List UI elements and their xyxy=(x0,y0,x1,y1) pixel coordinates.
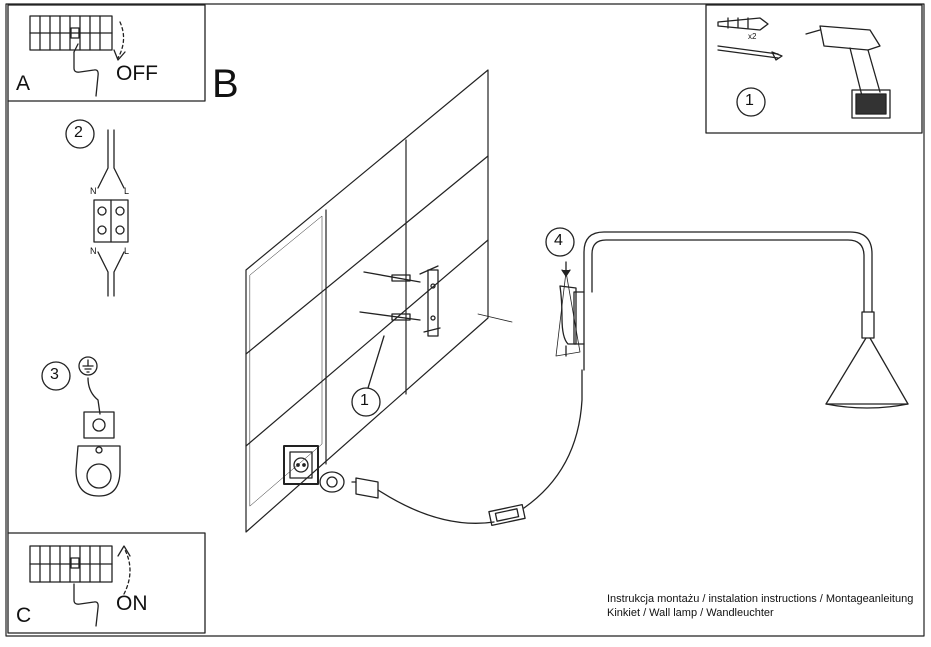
step-4-circle xyxy=(545,227,575,257)
wire-neutral-label: N xyxy=(90,186,97,196)
breaker-box-a xyxy=(29,15,113,51)
step-1-tools-circle xyxy=(736,87,766,117)
wall-anchor-icon xyxy=(717,17,769,31)
lamp-shade-icon xyxy=(825,311,909,409)
panel-a-state: OFF xyxy=(116,62,158,85)
section-b-letter: B xyxy=(212,62,239,106)
power-cord-upper xyxy=(523,369,583,509)
panel-a-letter: A xyxy=(16,72,31,95)
screw-icon xyxy=(717,45,783,61)
drill-icon xyxy=(805,25,891,119)
lamp-wall-mount xyxy=(555,261,585,357)
hand-a xyxy=(73,51,99,97)
step-3-circle xyxy=(41,361,71,391)
ground-wire xyxy=(87,377,101,415)
breaker-box-c xyxy=(29,545,113,583)
step-1-tools-label: 1 xyxy=(745,92,754,109)
arrow-on-curve xyxy=(123,547,131,595)
tools-panel-frame xyxy=(705,4,923,134)
panel-c-frame xyxy=(7,532,206,634)
anchor-count: x2 xyxy=(748,32,757,41)
panel-c-letter: C xyxy=(16,604,32,627)
lamp-arm xyxy=(583,231,873,371)
arrow-on-head-icon xyxy=(117,545,131,557)
screws-to-wall xyxy=(359,271,513,323)
arrow-off-curve xyxy=(117,21,125,59)
caption-line-1: Instrukcja montażu / instalation instruc… xyxy=(607,593,914,605)
caption-line-2: Kinkiet / Wall lamp / Wandleuchter xyxy=(607,607,774,619)
tiled-wall xyxy=(245,69,489,533)
step-3-label: 3 xyxy=(50,366,59,383)
finger-a xyxy=(73,43,79,53)
panel-c-state: ON xyxy=(116,592,148,615)
step-1-wall-label: 1 xyxy=(360,392,369,409)
step-1-wall-circle xyxy=(351,387,381,417)
step-1-wall-leader xyxy=(367,335,385,389)
terminal-block-wiring xyxy=(93,129,129,297)
panel-a-frame xyxy=(7,4,206,102)
step-2-circle xyxy=(65,119,95,149)
step-2-label: 2 xyxy=(74,124,83,141)
outer-frame xyxy=(5,3,925,637)
wall-socket-icon xyxy=(283,445,319,485)
mounting-bracket-icon xyxy=(419,265,441,337)
wire-neutral-label-bottom: N xyxy=(90,246,97,256)
ground-bracket xyxy=(75,411,121,497)
step-4-label: 4 xyxy=(554,232,563,249)
arrow-off-head-icon xyxy=(113,49,126,61)
plug-icon xyxy=(319,471,379,499)
power-cord-lower xyxy=(377,489,495,524)
ground-symbol-icon xyxy=(78,356,98,376)
wire-live-label: L xyxy=(124,186,130,196)
wire-live-label-bottom: L xyxy=(124,246,130,256)
cord-switch-icon xyxy=(488,503,526,527)
hand-c xyxy=(73,583,99,627)
